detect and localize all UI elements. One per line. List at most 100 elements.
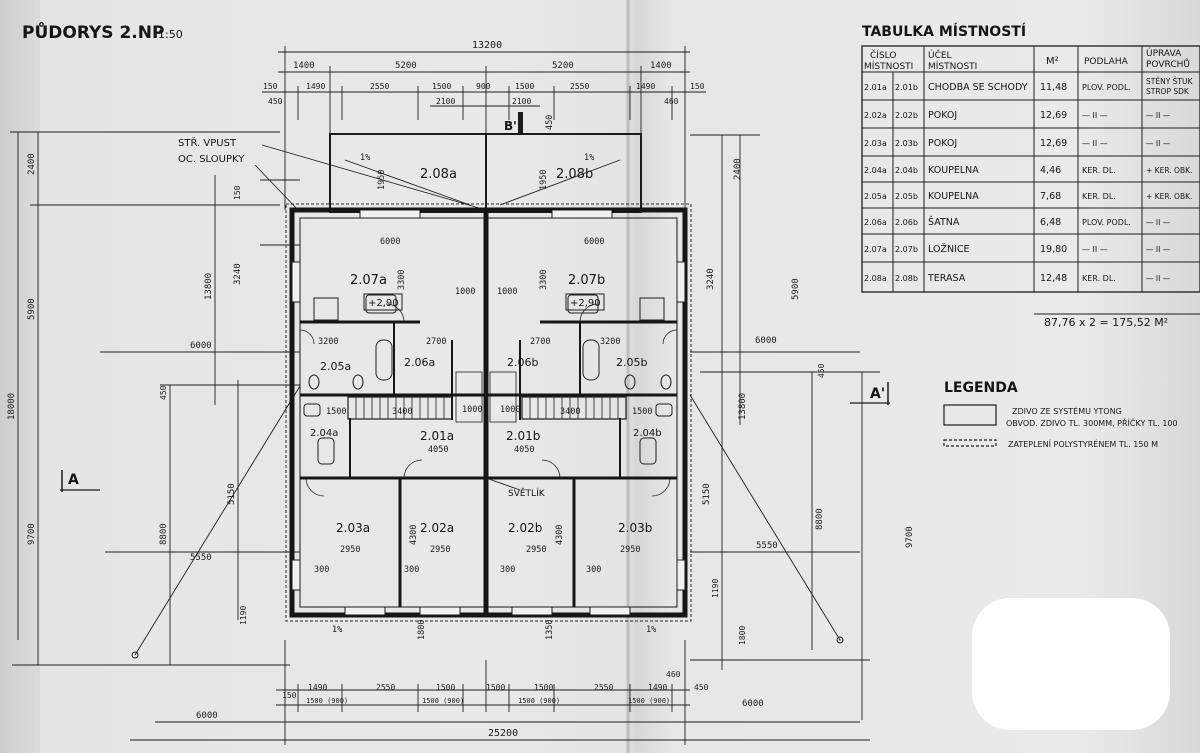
cell-num-a: 2.06a [864, 218, 887, 227]
cell-finish-2: STROP SDK [1146, 87, 1190, 96]
dim-top-1490-l: 1490 [306, 82, 325, 91]
cell-finish: — II — [1146, 245, 1171, 254]
dim-left-1190: 1190 [239, 606, 248, 625]
cell-area: 12,48 [1040, 273, 1067, 284]
cell-floor: — II — [1082, 245, 1108, 254]
room-2-07a: 2.07a [350, 273, 387, 288]
dim-bot-1500-c: 1500 [534, 683, 553, 692]
dim-bot-1500-900-c: 1500 (900) [518, 697, 560, 705]
svg-text:ZDIVO ZE SYSTÉMU YTONG: ZDIVO ZE SYSTÉMU YTONG [1012, 405, 1122, 416]
svg-text:450: 450 [545, 115, 555, 130]
svg-text:M²: M² [1046, 56, 1059, 67]
dim-right-8800: 8800 [815, 508, 825, 530]
cell-name: KOUPELNA [928, 165, 979, 176]
cell-area: 12,69 [1040, 138, 1067, 149]
dim-bot-1500-900-a: 1500 (900) [306, 697, 348, 705]
cell-area: 6,48 [1040, 217, 1061, 228]
svg-text:300: 300 [500, 565, 515, 575]
room-2-07b: 2.07b [568, 273, 605, 288]
dim-mid-5550-l: 5550 [190, 553, 212, 563]
cell-finish: + KER. OBK. [1146, 166, 1192, 175]
svg-text:PODLAHA: PODLAHA [1084, 57, 1129, 67]
svg-text:1350: 1350 [545, 620, 555, 640]
dim-left-5150: 5150 [227, 483, 237, 505]
svg-text:3200: 3200 [600, 337, 620, 347]
svg-text:2700: 2700 [530, 337, 550, 347]
svg-text:1950: 1950 [539, 170, 549, 190]
dim-top-150-r: 150 [690, 82, 705, 91]
cell-num-a: 2.07a [864, 245, 887, 254]
cell-name: TERASA [927, 273, 966, 284]
room-2-06b: 2.06b [507, 356, 538, 369]
dim-top-460-r: 460 [664, 97, 679, 106]
table-total: 87,76 x 2 = 175,52 M² [1044, 316, 1168, 329]
svg-text:4050: 4050 [428, 445, 448, 455]
legend-insulation: ZATEPLENÍ POLYSTYRÉNEM TL. 150 M [943, 438, 1158, 449]
room-2-05b: 2.05b [616, 356, 647, 369]
svg-text:1000: 1000 [500, 405, 520, 415]
svg-text:ZATEPLENÍ POLYSTYRÉNEM TL. 150: ZATEPLENÍ POLYSTYRÉNEM TL. 150 M [1008, 438, 1158, 449]
section-lines [134, 144, 841, 656]
cell-area: 4,46 [1040, 165, 1061, 176]
svg-text:4300: 4300 [555, 525, 565, 545]
svg-text:ČÍSLO: ČÍSLO [870, 49, 896, 61]
cell-num-a: 2.01a [864, 83, 887, 92]
dim-bot-1500-b: 1500 [486, 683, 505, 692]
cell-area: 7,68 [1040, 191, 1061, 202]
cell-name: ŠATNA [928, 216, 960, 228]
dim-bot-460: 460 [666, 670, 681, 679]
room-2-01b: 2.01b [506, 429, 540, 443]
room-2-04b: 2.04b [633, 428, 662, 439]
rooms-table: ČÍSLO MÍSTNOSTI ÚČEL MÍSTNOSTI M² PODLAH… [861, 45, 1200, 293]
svg-text:2950: 2950 [526, 545, 546, 555]
svg-text:A': A' [870, 386, 885, 402]
dim-bot-150: 150 [282, 691, 297, 700]
dim-mid-6000-l: 6000 [190, 341, 212, 351]
svg-text:OBVOD. ZDIVO TL. 300MM, PŘÍČKY: OBVOD. ZDIVO TL. 300MM, PŘÍČKY TL. 100 [1006, 417, 1178, 428]
section-mark-b: B' [504, 112, 523, 134]
cell-floor: KER. DL. [1082, 166, 1116, 175]
svg-text:2950: 2950 [430, 545, 450, 555]
dim-top-450-l: 450 [268, 97, 283, 106]
dim-top-total: 13200 [472, 40, 502, 51]
cell-finish: — II — [1146, 218, 1171, 227]
cell-floor: — II — [1082, 139, 1108, 148]
svg-text:2950: 2950 [340, 545, 360, 555]
svg-text:4300: 4300 [409, 525, 419, 545]
dim-bot-1490-l: 1490 [308, 683, 327, 692]
dim-top-5200-r: 5200 [552, 61, 574, 71]
cell-finish: + KER. OBK. [1146, 192, 1192, 201]
cell-num-b: 2.07b [895, 245, 918, 254]
dim-right-13800: 13800 [738, 393, 748, 420]
svg-text:300: 300 [404, 565, 419, 575]
table-title: TABULKA MÍSTNOSTÍ [862, 23, 1026, 40]
cell-num-b: 2.04b [895, 166, 918, 175]
cell-floor: PLOV. PODL. [1082, 218, 1131, 227]
dim-bot-total: 25200 [488, 728, 518, 739]
bathroom-fixtures [303, 294, 673, 465]
room-2-08b: 2.08b [556, 167, 593, 182]
cell-area: 11,48 [1040, 82, 1067, 93]
legend-title: LEGENDA [944, 380, 1018, 396]
dim-left-18000: 18000 [7, 393, 17, 420]
dim-right-9700: 9700 [905, 526, 915, 548]
dim-top-900: 900 [476, 82, 491, 91]
dim-top-2550-l: 2550 [370, 82, 389, 91]
building-walls [285, 133, 692, 622]
label-skylight: SVĚTLÍK [508, 487, 546, 499]
level-2-07a: +2,90 [368, 298, 399, 309]
interior-dimensions: 6000 6000 3300 3300 1000 1000 1000 1000 … [314, 115, 656, 640]
drain-point-left [131, 651, 139, 659]
svg-text:2950: 2950 [620, 545, 640, 555]
svg-text:300: 300 [586, 565, 601, 575]
dim-bot-1490-r: 1490 [648, 683, 667, 692]
dim-left-3240: 3240 [233, 263, 243, 285]
cell-name: POKOJ [928, 138, 957, 149]
svg-text:ÚPRAVA: ÚPRAVA [1146, 47, 1182, 59]
right-dimensions [690, 134, 880, 720]
svg-text:A: A [68, 472, 79, 488]
dim-top-5200-l: 5200 [395, 61, 417, 71]
cell-num-a: 2.04a [864, 166, 887, 175]
dim-right-2400: 2400 [733, 158, 743, 180]
